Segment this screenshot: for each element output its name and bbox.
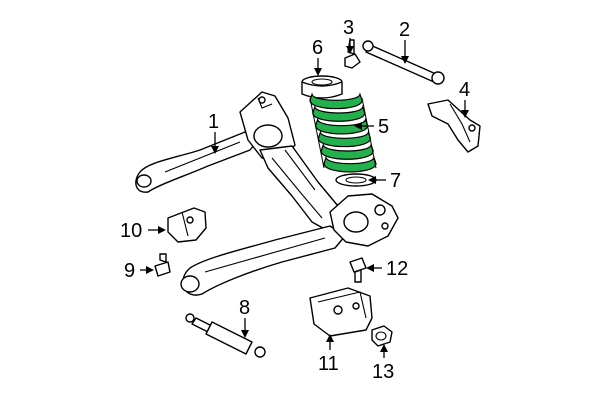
callout-3: 3	[343, 17, 354, 39]
nut-part-13	[371, 325, 393, 347]
shock-absorber-part-8	[185, 313, 266, 358]
bolt-part-3	[344, 39, 361, 69]
mount-part-11	[309, 287, 373, 337]
callout-12: 12	[386, 258, 408, 280]
leader-lines	[140, 38, 469, 358]
spring-outline	[309, 97, 325, 169]
callout-10: 10	[120, 220, 142, 242]
callout-2: 2	[399, 19, 410, 41]
spring-isolator-part-6	[301, 75, 343, 99]
callout-8: 8	[239, 297, 250, 319]
callout-13: 13	[372, 361, 394, 383]
spring-coil	[309, 92, 363, 110]
callout-5: 5	[378, 116, 389, 138]
callout-11: 11	[318, 353, 339, 375]
callout-6: 6	[312, 37, 323, 59]
callout-9: 9	[124, 260, 135, 282]
spring-outline	[361, 97, 377, 169]
bolt-part-9	[154, 253, 171, 277]
callout-7: 7	[390, 170, 401, 192]
callout-4: 4	[459, 79, 470, 101]
callout-numbers: 1 2 3 4 5 6 7 8 9 10 11 12 13	[120, 17, 470, 383]
axle-beam-part-1	[135, 91, 399, 296]
callout-1: 1	[208, 111, 219, 133]
bolt-part-12	[349, 257, 367, 283]
bracket-part-4	[427, 99, 481, 153]
bracket-part-10	[167, 207, 207, 243]
coil-spring-part-5	[309, 92, 377, 173]
spring-coil	[312, 104, 366, 122]
track-bar-part-2	[362, 40, 445, 85]
